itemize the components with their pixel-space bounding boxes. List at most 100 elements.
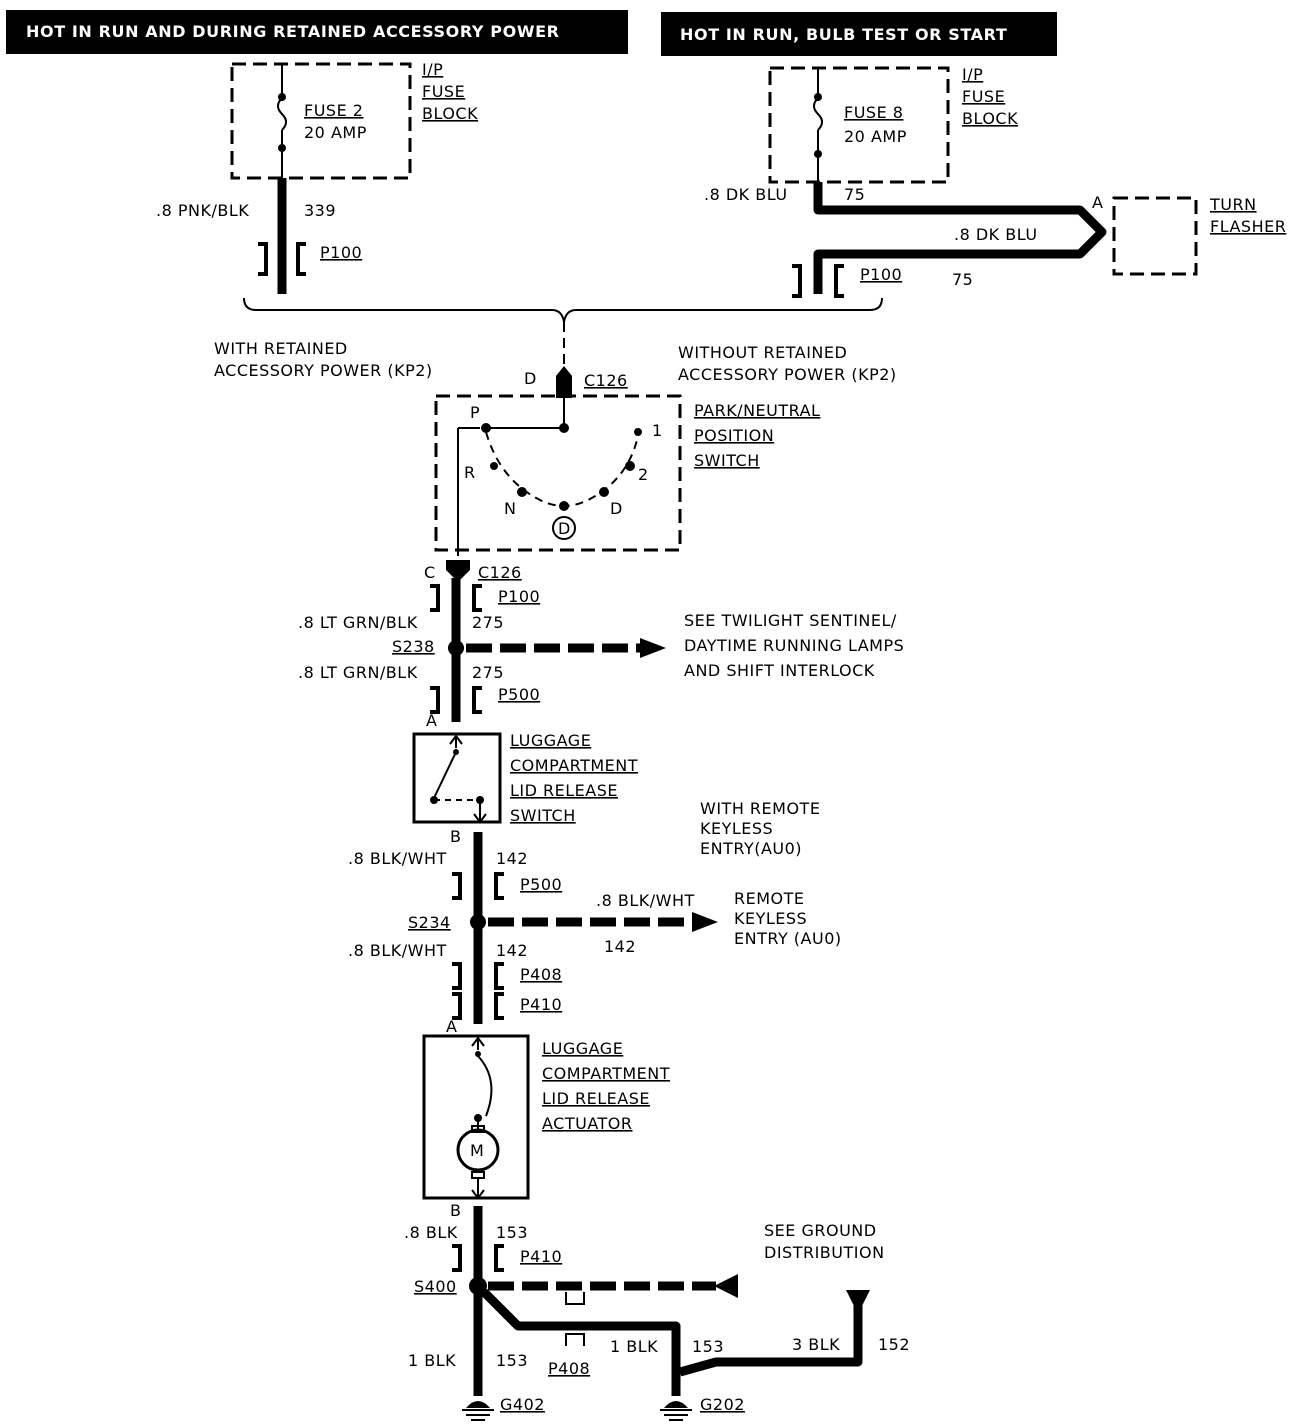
wire-1blk-circuit: 153 bbox=[496, 1351, 528, 1370]
without-kp2-line2: ACCESSORY POWER (KP2) bbox=[678, 365, 897, 384]
pnp-pos-1: 1 bbox=[652, 421, 663, 440]
ground-g202-icon bbox=[660, 1401, 692, 1421]
p408-lower-bracket bbox=[565, 1333, 585, 1346]
twilight-arrow bbox=[640, 638, 666, 658]
wire-75-circuit-2: 75 bbox=[952, 270, 973, 289]
connector-p100-left: P100 bbox=[258, 242, 362, 276]
actuator-pin-a: A bbox=[446, 1017, 457, 1036]
without-kp2-line1: WITHOUT RETAINED bbox=[678, 343, 847, 362]
wire-153-g202 bbox=[480, 1288, 681, 1396]
pnp-pos-n: N bbox=[504, 499, 516, 518]
pnp-pos-p: P bbox=[470, 403, 480, 422]
connector-p500-lower: P500 bbox=[452, 872, 562, 900]
wire-75-circuit-1: 75 bbox=[844, 185, 865, 204]
wire-152-circuit: 152 bbox=[878, 1335, 910, 1354]
wire-142-circuit-2: 142 bbox=[604, 937, 636, 956]
fuse-8-block-label-2: FUSE bbox=[962, 87, 1005, 106]
fuse-2-name: FUSE 2 bbox=[304, 101, 363, 120]
header-right-text: HOT IN RUN, BULB TEST OR START bbox=[680, 25, 1007, 44]
header-left-text: HOT IN RUN AND DURING RETAINED ACCESSORY… bbox=[26, 22, 560, 41]
motor-icon bbox=[456, 1128, 500, 1172]
c126-top-connector bbox=[556, 366, 572, 398]
ground-g402-icon bbox=[462, 1401, 494, 1421]
pnp-label-1: PARK/NEUTRAL bbox=[694, 401, 820, 420]
pnp-label-3: SWITCH bbox=[694, 451, 760, 470]
p408-lower-label: P408 bbox=[548, 1359, 590, 1378]
park-neutral-switch: D P R N D 2 1 PARK/NEUTRAL POSITION SWIT… bbox=[434, 394, 820, 556]
wire-152 bbox=[678, 1304, 863, 1377]
connector-p410-lower: P410 bbox=[452, 1244, 562, 1272]
actuator-label-2: COMPARTMENT bbox=[542, 1064, 670, 1083]
g402-label: G402 bbox=[500, 1395, 545, 1414]
wire-275-color-1: .8 LT GRN/BLK bbox=[298, 613, 418, 632]
p410-upper-label: P410 bbox=[520, 995, 562, 1014]
lid-release-switch: LUGGAGE COMPARTMENT LID RELEASE SWITCH bbox=[412, 731, 638, 825]
lid-release-actuator: M LUGGAGE COMPARTMENT LID RELEASE ACTUAT… bbox=[422, 1034, 670, 1200]
wire-142-circuit-3: 142 bbox=[496, 941, 528, 960]
p100-left-label: P100 bbox=[320, 243, 362, 262]
lid-switch-label-4: SWITCH bbox=[510, 806, 576, 825]
twilight-ref-2: DAYTIME RUNNING LAMPS bbox=[684, 636, 904, 655]
twilight-ref-3: AND SHIFT INTERLOCK bbox=[684, 661, 875, 680]
turn-flasher-label-2: FLASHER bbox=[1210, 217, 1286, 236]
pnp-circled-d: D bbox=[558, 519, 571, 538]
motor-label: M bbox=[470, 1141, 484, 1160]
p100-right-label: P100 bbox=[860, 265, 902, 284]
actuator-label-1: LUGGAGE bbox=[542, 1039, 623, 1058]
connector-p410-upper: P410 bbox=[452, 992, 562, 1020]
pnp-pos-r: R bbox=[464, 463, 476, 482]
wire-142-color-3: .8 BLK/WHT bbox=[348, 941, 447, 960]
wire-142-color-2: .8 BLK/WHT bbox=[596, 891, 695, 910]
actuator-pin-b: B bbox=[450, 1201, 461, 1220]
wire-1blk-b-color: 1 BLK bbox=[610, 1337, 658, 1356]
turn-flasher-label-1: TURN bbox=[1209, 195, 1257, 214]
lid-switch-label-2: COMPARTMENT bbox=[510, 756, 638, 775]
lid-switch-pin-b: B bbox=[450, 827, 461, 846]
fuse-8-block-label-1: I/P bbox=[962, 65, 983, 84]
wire-275-circuit-2: 275 bbox=[472, 663, 504, 682]
wire-1blk-color: 1 BLK bbox=[408, 1351, 456, 1370]
ground-dist-ref-1: SEE GROUND bbox=[764, 1221, 877, 1240]
c126-bottom-connector bbox=[446, 560, 470, 582]
pnp-pos-d: D bbox=[610, 499, 623, 518]
connector-p100-right: P100 bbox=[792, 264, 902, 298]
lid-switch-label-3: LID RELEASE bbox=[510, 781, 618, 800]
c126-top-label: C126 bbox=[584, 371, 628, 390]
wire-152-color: 3 BLK bbox=[792, 1335, 840, 1354]
wire-339-circuit: 339 bbox=[304, 201, 336, 220]
with-kp2-line1: WITH RETAINED bbox=[214, 339, 348, 358]
ground-dist-ref-2: DISTRIBUTION bbox=[764, 1243, 885, 1262]
turn-flasher: A TURN FLASHER bbox=[1092, 193, 1286, 276]
p100-lower-label: P100 bbox=[498, 587, 540, 606]
rke-ref-2: KEYLESS bbox=[734, 909, 807, 928]
p408-upper-bracket bbox=[565, 1292, 585, 1305]
p500-upper-label: P500 bbox=[498, 685, 540, 704]
wire-75 bbox=[813, 182, 1107, 294]
fuse-2-block: FUSE 2 20 AMP I/P FUSE BLOCK bbox=[230, 60, 478, 180]
fuse-2-block-label-2: FUSE bbox=[422, 82, 465, 101]
fuse-2-rating: 20 AMP bbox=[304, 123, 367, 142]
connector-p100-lower: P100 bbox=[430, 584, 540, 612]
lid-switch-label-1: LUGGAGE bbox=[510, 731, 591, 750]
fuse-8-rating: 20 AMP bbox=[844, 127, 907, 146]
header-left: HOT IN RUN AND DURING RETAINED ACCESSORY… bbox=[6, 10, 628, 54]
option-bracket bbox=[243, 297, 883, 323]
wire-75-color-1: .8 DK BLU bbox=[704, 185, 788, 204]
fuse-8-name: FUSE 8 bbox=[844, 103, 903, 122]
fuse-8-block: FUSE 8 20 AMP I/P FUSE BLOCK bbox=[768, 65, 1018, 184]
c126-bottom-label: C126 bbox=[478, 563, 522, 582]
header-right: HOT IN RUN, BULB TEST OR START bbox=[661, 12, 1057, 56]
p408-upper-label: P408 bbox=[520, 965, 562, 984]
rke-ref-1: REMOTE bbox=[734, 889, 805, 908]
wire-142-circuit-1: 142 bbox=[496, 849, 528, 868]
lid-switch-pin-a: A bbox=[426, 711, 437, 730]
c126-top-pin: D bbox=[524, 369, 537, 388]
wire-153-color: .8 BLK bbox=[404, 1223, 458, 1242]
wire-339-color: .8 PNK/BLK bbox=[156, 201, 249, 220]
twilight-ref-1: SEE TWILIGHT SENTINEL/ bbox=[684, 611, 897, 630]
fuse-2-block-label-1: I/P bbox=[422, 60, 443, 79]
splice-s238 bbox=[448, 640, 464, 656]
turn-flasher-pin: A bbox=[1092, 193, 1103, 212]
c126-bottom-pin: C bbox=[424, 563, 436, 582]
